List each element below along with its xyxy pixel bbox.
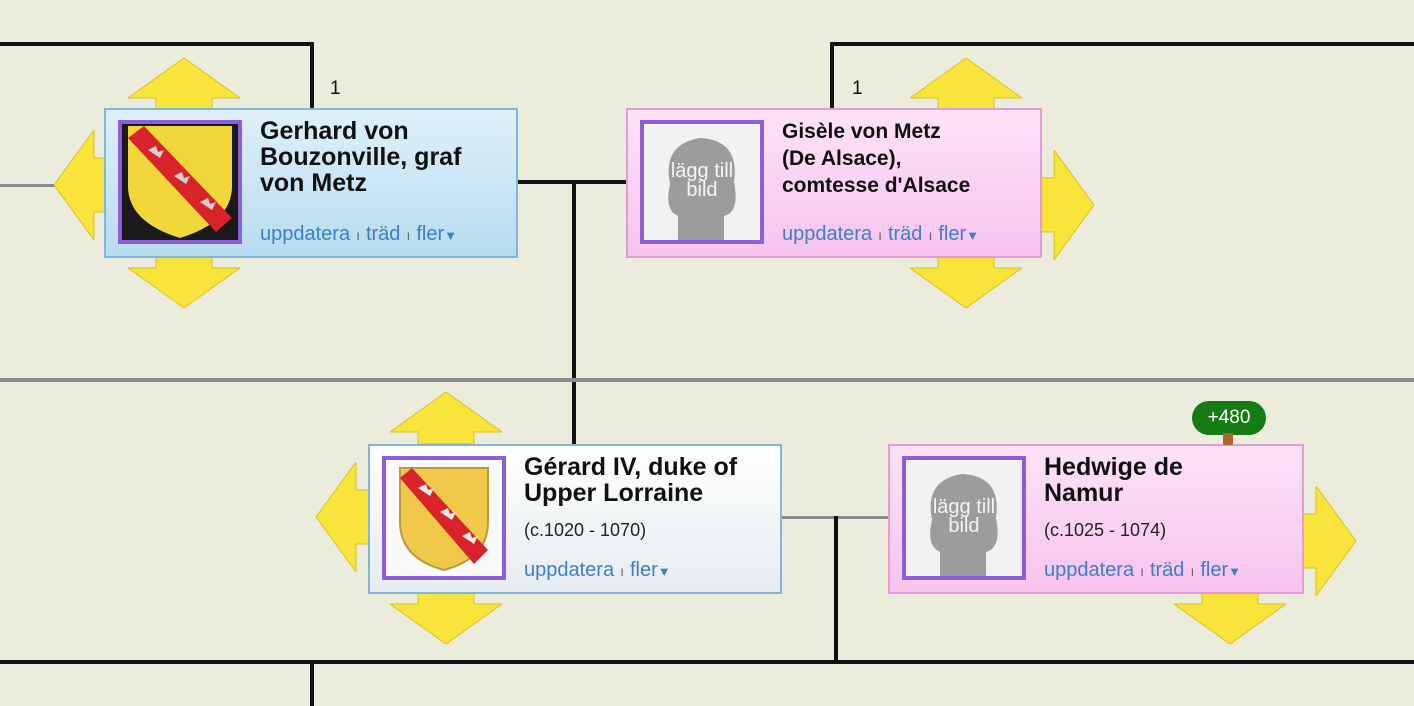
navigate-up-arrow-icon[interactable] [128, 58, 240, 110]
more-link[interactable]: fler [1200, 559, 1229, 581]
tree-link[interactable]: träd [1149, 559, 1185, 581]
link-separator: ı [356, 227, 360, 243]
update-link[interactable]: uppdatera [524, 559, 615, 581]
link-separator: ı [1140, 563, 1144, 579]
link-separator: ı [928, 227, 933, 243]
link-separator: ı [620, 563, 624, 579]
navigate-down-arrow-icon[interactable] [128, 256, 240, 308]
navigate-up-arrow-icon[interactable] [390, 392, 502, 444]
person-name[interactable]: Gisèle von Metz (De Alsace), comtesse d'… [782, 120, 971, 197]
navigate-left-arrow-icon[interactable] [316, 462, 370, 572]
add-photo-text: lägg till bild [932, 496, 996, 537]
navigate-right-arrow-icon[interactable] [1040, 150, 1094, 260]
update-link[interactable]: uppdatera [782, 223, 873, 245]
person-name[interactable]: Gérard IV, duke of Upper Lorraine [524, 453, 738, 507]
add-photo-placeholder-icon[interactable]: lägg till bild [902, 456, 1026, 580]
line-couple-drop [572, 180, 576, 446]
person-card-gerard[interactable]: Gérard IV, duke of Upper Lorraine (c.102… [368, 444, 782, 594]
navigate-down-arrow-icon[interactable] [390, 592, 502, 644]
tree-trunk [1223, 433, 1233, 445]
person-name[interactable]: Hedwige de Namur [1044, 453, 1183, 507]
add-photo-text: lägg till bild [670, 160, 734, 201]
more-link[interactable]: fler [938, 223, 967, 245]
line-bottom [0, 660, 1414, 664]
coat-of-arms-icon[interactable] [382, 456, 506, 580]
more-link[interactable]: fler [629, 559, 658, 581]
child-count-gisele: 1 [852, 78, 863, 99]
person-card-hedwige[interactable]: lägg till bild Hedwige de Namur (c.1025 … [888, 444, 1304, 594]
person-name[interactable]: Gerhard von Bouzonville, graf von Metz [260, 117, 462, 197]
navigate-left-arrow-icon[interactable] [54, 130, 108, 240]
line-couple-bottom-drop [834, 516, 838, 664]
line-bottom-drop [310, 660, 314, 706]
tree-link[interactable]: träd [365, 223, 401, 245]
child-count-gerhard: 1 [330, 78, 341, 99]
line-generation-divider [0, 378, 1414, 382]
coat-of-arms-icon[interactable] [118, 120, 242, 244]
navigate-down-arrow-icon[interactable] [1174, 592, 1286, 644]
more-link[interactable]: fler [416, 223, 445, 245]
line-top-right-drop [830, 42, 834, 112]
dropdown-caret-icon[interactable]: ▼ [1228, 564, 1241, 579]
person-card-gisele[interactable]: lägg till bild Gisèle von Metz (De Alsac… [626, 108, 1042, 258]
link-separator: ı [1190, 563, 1195, 579]
line-top-right [830, 42, 1414, 46]
tree-badge-icon[interactable]: +480 [1192, 401, 1266, 445]
navigate-down-arrow-icon[interactable] [910, 256, 1022, 308]
link-separator: ı [406, 227, 411, 243]
update-link[interactable]: uppdatera [260, 223, 351, 245]
life-dates: (c.1025 - 1074) [1044, 520, 1167, 540]
dropdown-caret-icon[interactable]: ▼ [966, 228, 979, 243]
person-card-gerhard[interactable]: Gerhard von Bouzonville, graf von Metz u… [104, 108, 518, 258]
line-top-left [0, 42, 314, 46]
dropdown-caret-icon[interactable]: ▼ [444, 228, 457, 243]
tree-link[interactable]: träd [887, 223, 923, 245]
life-dates: (c.1020 - 1070) [524, 520, 647, 540]
navigate-up-arrow-icon[interactable] [910, 58, 1022, 110]
add-photo-placeholder-icon[interactable]: lägg till bild [640, 120, 764, 244]
dropdown-caret-icon[interactable]: ▼ [657, 564, 671, 579]
line-top-left-drop [310, 42, 314, 112]
update-link[interactable]: uppdatera [1044, 559, 1135, 581]
link-separator: ı [878, 227, 882, 243]
tree-badge-count[interactable]: +480 [1192, 401, 1266, 435]
navigate-right-arrow-icon[interactable] [1302, 486, 1356, 596]
